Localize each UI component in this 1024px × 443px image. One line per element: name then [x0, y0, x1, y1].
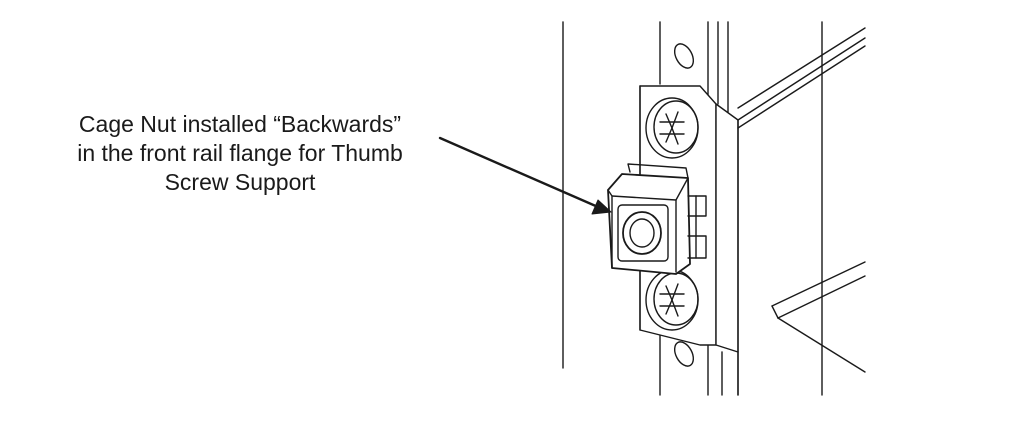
callout-label: Cage Nut installed “Backwards” in the fr… [20, 110, 460, 197]
cage-nut [607, 163, 707, 275]
rear-rail [659, 21, 709, 396]
rail-side-panel [715, 21, 823, 396]
callout-line-1: Cage Nut installed “Backwards” [78, 111, 402, 137]
callout-arrow [438, 136, 612, 215]
callout-line-2: in the front rail flange for Thumb [77, 140, 403, 166]
callout-line-3: Screw Support [164, 169, 316, 195]
upper-screw [645, 97, 699, 159]
lower-shelf [771, 261, 866, 373]
upper-shelf-edge [737, 27, 866, 129]
lower-screw [645, 269, 699, 331]
